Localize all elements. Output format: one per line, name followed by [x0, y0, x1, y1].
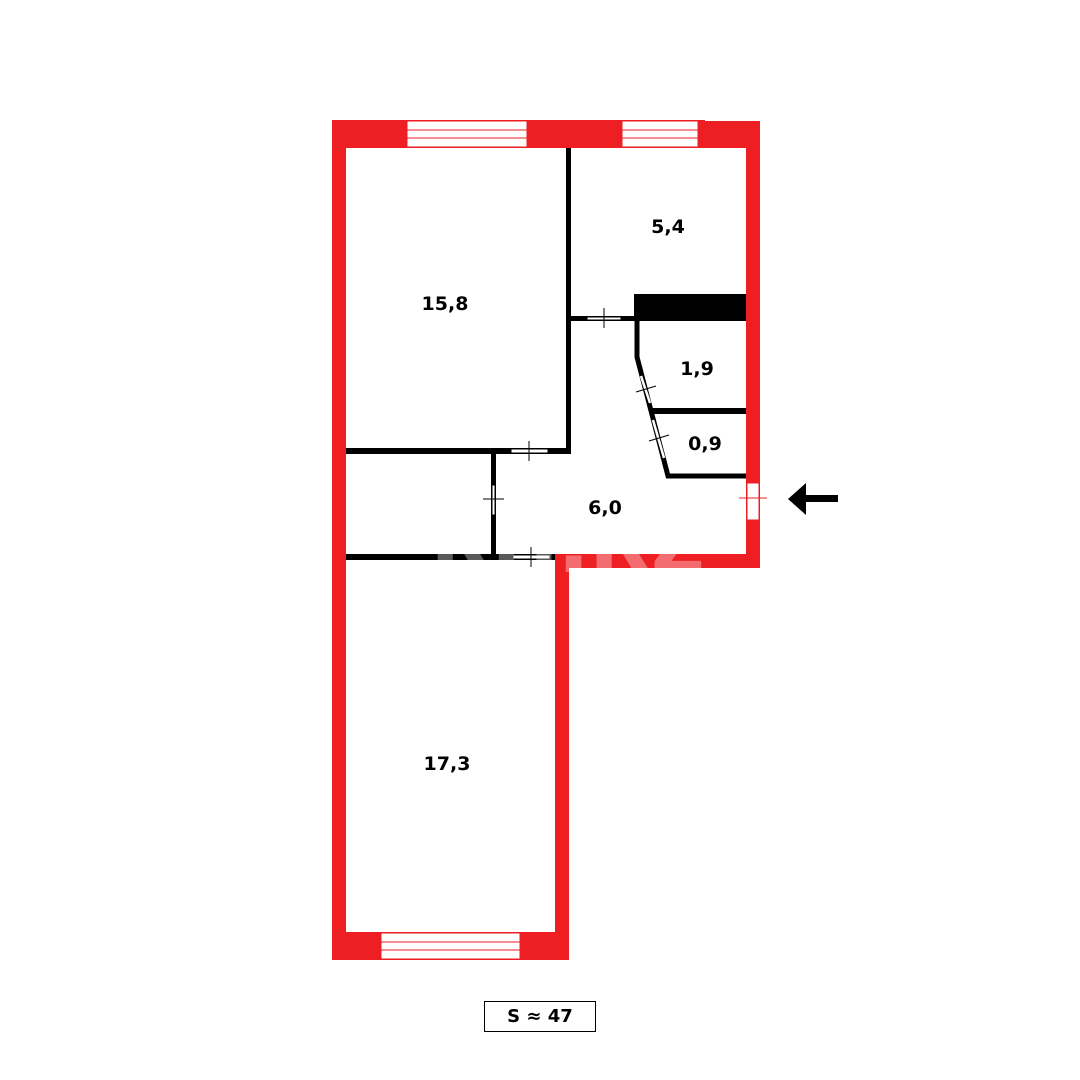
total-area-label: S ≈ 47 — [484, 1001, 596, 1032]
window-bedroom — [380, 932, 521, 960]
room-area-kitchen: 5,4 — [651, 216, 685, 238]
window-living — [406, 120, 528, 148]
arrow-left-icon — [788, 483, 838, 515]
room-area-hall: 6,0 — [588, 497, 622, 519]
entrance-door — [739, 482, 767, 521]
windows — [380, 120, 699, 960]
interior-doors — [483, 308, 670, 567]
watermark-logo: kn.kz — [430, 473, 705, 596]
room-area-living: 15,8 — [422, 293, 469, 315]
room-area-bedroom: 17,3 — [424, 753, 471, 775]
room-area-bath: 1,9 — [680, 358, 714, 380]
ventilation-shaft — [634, 294, 746, 321]
window-kitchen — [621, 120, 699, 148]
room-area-wc: 0,9 — [688, 433, 722, 455]
